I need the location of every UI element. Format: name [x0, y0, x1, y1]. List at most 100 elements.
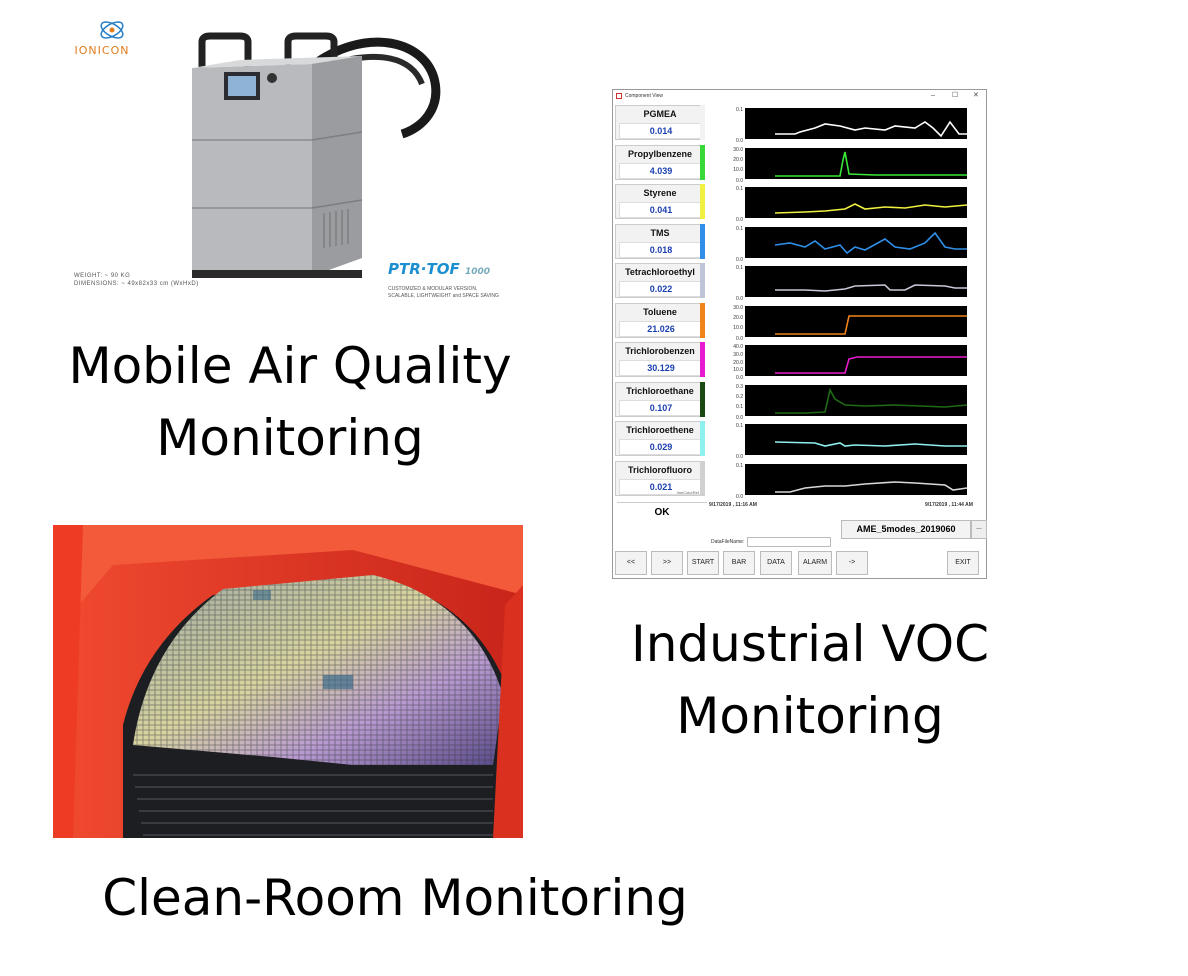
prev-button[interactable]: << [615, 551, 647, 575]
component-label-box[interactable]: PGMEA 0.014 [615, 105, 705, 140]
component-label-box[interactable]: Styrene 0.041 [615, 184, 705, 219]
browse-file-button[interactable]: ... [971, 520, 987, 539]
weight-text: WEIGHT: ~ 90 KG [74, 273, 131, 279]
component-name: Propylbenzene [627, 148, 692, 159]
brand-sub-line2: SCALABLE, LIGHTWEIGHT and SPACE SAVING [388, 293, 499, 299]
component-value: 0.107 [619, 399, 703, 416]
close-icon[interactable]: ✕ [973, 92, 979, 99]
component-label-box[interactable]: Trichloroethane 0.107 [615, 381, 705, 417]
y-tick-label: 0.0 [736, 493, 743, 500]
bar-button[interactable]: BAR [723, 551, 755, 575]
window-titlebar: Component View – ☐ ✕ [613, 90, 986, 102]
y-tick-label: 0.0 [736, 138, 743, 144]
start-button[interactable]: START [687, 551, 719, 575]
component-name: Styrene [643, 188, 677, 198]
component-color-swatch [700, 184, 705, 219]
maximize-icon[interactable]: ☐ [952, 92, 959, 99]
component-color-swatch [700, 263, 705, 298]
component-plot [745, 226, 967, 258]
component-row: TMS 0.018 0.1 0.0 [613, 222, 986, 263]
trend-line [774, 203, 967, 214]
component-plot [745, 305, 967, 337]
component-name: PGMEA [643, 109, 677, 119]
line-color-ref-label: lineColorRef [677, 490, 700, 495]
data-file-select-value: AME_5modes_2019060 [856, 524, 956, 534]
clean-room-caption: Clean-Room Monitoring [102, 869, 688, 927]
y-tick-label: 0.0 [736, 335, 743, 342]
next-button[interactable]: >> [651, 551, 683, 575]
component-label-box[interactable]: Tetrachloroethyl 0.022 [615, 263, 705, 298]
trend-line [774, 231, 967, 254]
y-tick-label: 0.1 [736, 404, 743, 411]
window-title: Component View [625, 93, 663, 99]
instrument-illustration [192, 32, 441, 278]
component-plot [745, 187, 967, 218]
component-value: 0.022 [619, 281, 703, 297]
data-button[interactable]: DATA [760, 551, 792, 575]
industrial-voc-caption: Industrial VOC Monitoring [570, 608, 1050, 752]
y-tick-label: 10.0 [733, 325, 743, 332]
mobile-caption-line2: Monitoring [156, 409, 424, 467]
y-tick-label: 20.0 [733, 359, 743, 366]
y-tick-label: 0.1 [736, 225, 743, 232]
component-name: Trichlorofluoro [628, 464, 692, 475]
y-tick-label: 20.0 [733, 314, 743, 321]
exit-button[interactable]: EXIT [947, 551, 979, 575]
datafile-name-input[interactable] [747, 537, 831, 547]
datafile-name-label: DataFileName: [711, 539, 745, 545]
component-label-box[interactable]: Propylbenzene 4.039 [615, 144, 705, 180]
y-tick-label: 0.0 [736, 217, 743, 223]
component-color-swatch [700, 223, 705, 259]
component-label-box[interactable]: Trichlorofluoro 0.021 [615, 460, 705, 496]
brand-name: PTR·TOF 1000 [388, 260, 490, 278]
y-tick-label: 30.0 [733, 351, 743, 358]
y-tick-label: 0.0 [736, 256, 743, 263]
component-label-box[interactable]: Toluene 21.026 [615, 302, 705, 338]
component-label-box[interactable]: Trichloroethene 0.029 [615, 421, 705, 456]
wafer-illustration [53, 525, 523, 838]
component-name: Trichlorobenzen [625, 346, 695, 356]
logo-text: IONICON [74, 44, 130, 57]
start-time: 9/17/2019 , 11:16 AM [709, 502, 757, 508]
component-plot [745, 384, 967, 416]
component-label-box[interactable]: TMS 0.018 [615, 223, 705, 259]
trend-line [775, 314, 967, 335]
y-tick-label: 0.0 [736, 296, 743, 302]
trend-line [775, 120, 967, 138]
component-name: TMS [650, 227, 670, 238]
alarm-button[interactable]: ALARM [798, 551, 832, 575]
component-plot [745, 147, 967, 179]
brand-subtitle: CUSTOMIZED & MODULAR VERSION, SCALABLE, … [388, 286, 538, 300]
y-tick-label: 10.0 [733, 367, 743, 374]
component-color-swatch [700, 105, 705, 140]
component-label-box[interactable]: Trichlorobenzen 30.129 [615, 342, 705, 377]
y-tick-label: 20.0 [733, 156, 743, 163]
y-tick-label: 0.3 [736, 383, 743, 390]
component-plot [745, 345, 967, 376]
dimensions-text: DIMENSIONS: ~ 49x82x33 cm (WxHxD) [74, 281, 199, 287]
component-value: 4.039 [619, 162, 703, 179]
brand-text: PTR·TOF [388, 260, 460, 278]
trend-line [775, 480, 967, 493]
minimize-icon[interactable]: – [931, 92, 935, 99]
y-tick-label: 0.0 [736, 454, 743, 460]
trend-line [775, 284, 967, 292]
forward-button[interactable]: -> [836, 551, 868, 575]
industrial-caption-line2: Monitoring [676, 687, 944, 745]
y-tick-label: 10.0 [733, 167, 743, 174]
y-axis: 0.1 0.0 [713, 263, 743, 302]
y-tick-label: 0.1 [736, 265, 743, 271]
data-file-select[interactable]: AME_5modes_2019060▾ [841, 520, 980, 539]
trend-line [775, 151, 967, 177]
y-tick-label: 30.0 [733, 304, 743, 311]
component-plot [745, 108, 967, 139]
